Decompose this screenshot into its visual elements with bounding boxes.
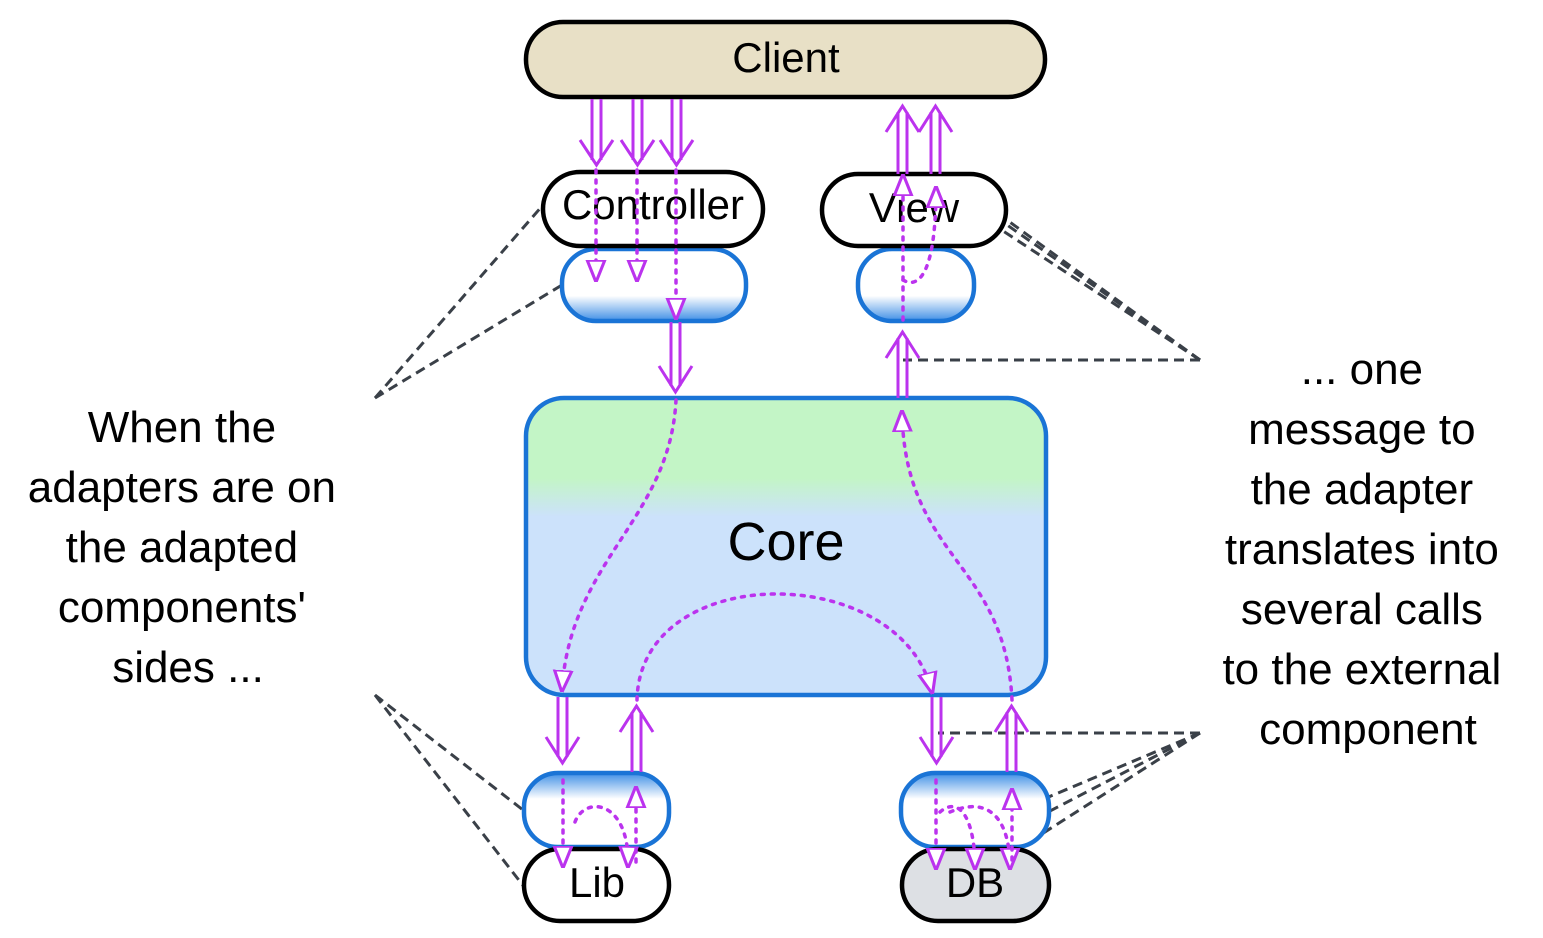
message-arrow (917, 103, 954, 174)
message-arrows (544, 99, 1030, 772)
left-annotation-line: When the (88, 403, 276, 452)
message-arrow (658, 99, 695, 168)
lib-label: Lib (569, 859, 625, 906)
controller-node: Controller (540, 169, 766, 249)
core-label: Core (727, 512, 844, 572)
message-arrow (657, 322, 694, 395)
db-adapter (898, 770, 1052, 850)
controller-adapter (559, 246, 749, 324)
flow-dotted-path (938, 805, 975, 868)
message-arrow (618, 703, 655, 772)
core-node: Core (523, 395, 1049, 698)
message-arrow (619, 99, 656, 168)
db-node: DB (899, 846, 1052, 924)
client-node: Client (523, 19, 1048, 100)
flow-dotted-path (902, 412, 1014, 702)
right-annotation: ... one message to the adapter translate… (1222, 345, 1513, 754)
right-annotation-line: several calls (1241, 585, 1483, 634)
right-annotation-line: translates into (1225, 525, 1499, 574)
lib-node: Lib (521, 846, 672, 924)
right-annotation-line: to the external (1222, 645, 1501, 694)
controller-label: Controller (562, 181, 744, 228)
left-annotation-line: the adapted (66, 523, 298, 572)
message-arrow (918, 697, 955, 766)
message-arrow (884, 329, 921, 398)
left-annotation-line: sides ... (112, 643, 264, 692)
message-arrow (544, 697, 581, 766)
left-annotation-line: adapters are on (28, 463, 336, 512)
right-annotation-line: component (1259, 705, 1477, 754)
flow-dotted-path (562, 398, 678, 690)
leader-line (944, 191, 1201, 362)
flow-dotted (562, 168, 1014, 868)
view-node: View (819, 171, 1009, 249)
flow-dotted-path (948, 805, 1010, 868)
right-annotation-line: ... one (1301, 345, 1423, 394)
right-annotation-line: message to (1248, 405, 1475, 454)
leader-line (373, 204, 545, 399)
message-arrow (884, 103, 921, 174)
flow-dotted-path (573, 804, 628, 866)
flow-dotted-path (901, 188, 936, 285)
client-label: Client (732, 34, 840, 81)
leader-line (374, 693, 524, 812)
view-label: View (869, 184, 960, 231)
message-arrow (993, 703, 1030, 772)
flow-dotted-path (635, 592, 932, 702)
message-arrow (578, 99, 615, 168)
left-annotation-line: components' (58, 583, 306, 632)
leader-line (373, 694, 527, 889)
left-annotation: When the adapters are on the adapted com… (28, 403, 348, 692)
view-adapter (855, 246, 977, 324)
right-annotation-line: the adapter (1251, 465, 1474, 514)
leader-line (374, 283, 563, 400)
lib-adapter (521, 770, 672, 850)
